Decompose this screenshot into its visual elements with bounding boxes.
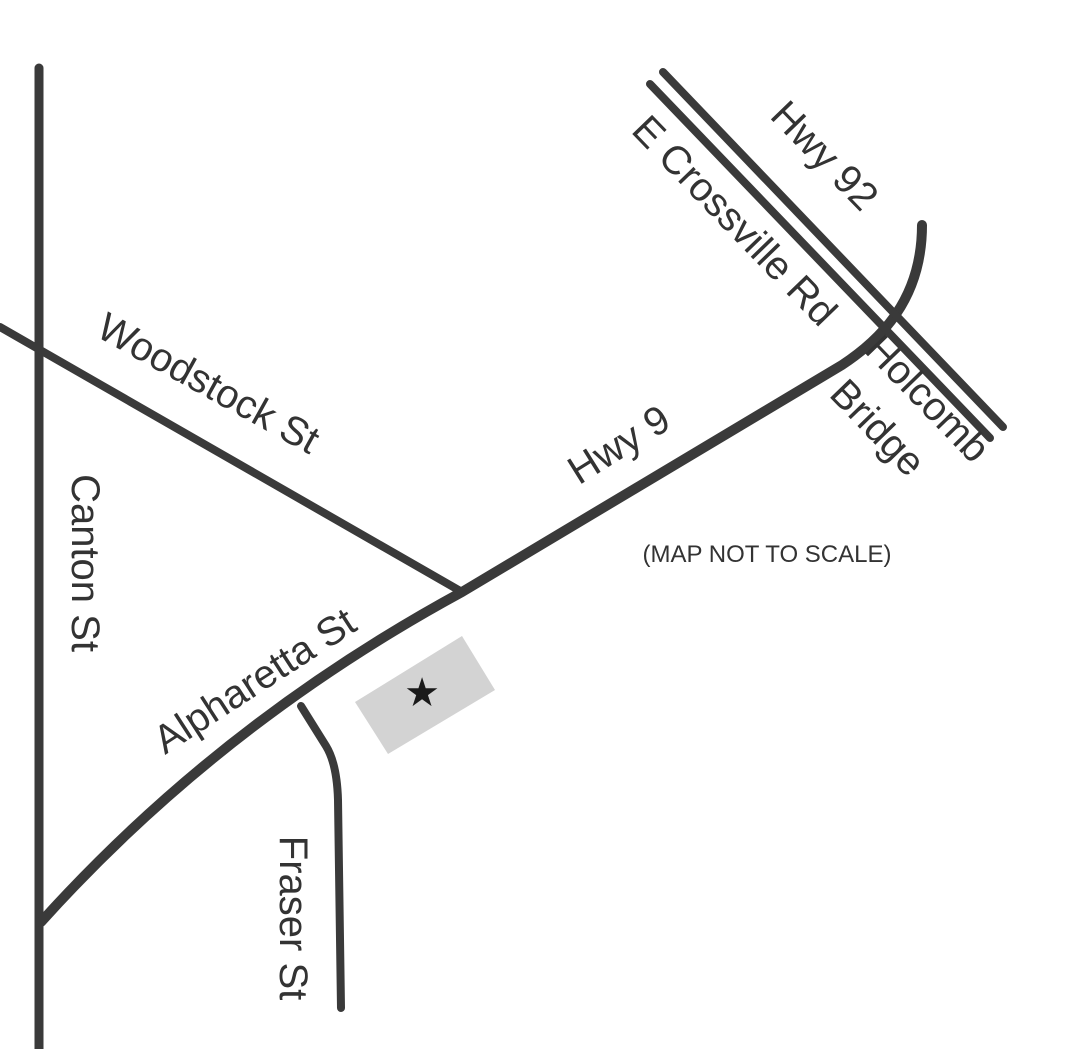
destination-block: [355, 636, 495, 754]
woodstock-st-label: Woodstock St: [90, 305, 327, 463]
star-icon: ★: [404, 670, 440, 716]
fraser-st-road: [297, 702, 345, 1012]
alpharetta-st-label: Alpharetta St: [146, 600, 364, 763]
woodstock-st-road: [0, 323, 466, 596]
hwy-9-road: [36, 220, 927, 927]
e-crossville-rd-road: [646, 80, 994, 442]
hwy-92-road: [659, 68, 1007, 431]
canton-st-label: Canton St: [63, 474, 107, 652]
fraser-st-label: Fraser St: [271, 836, 315, 1000]
destination-marker: ★: [355, 636, 495, 754]
map-not-to-scale-note: (MAP NOT TO SCALE): [643, 541, 892, 568]
